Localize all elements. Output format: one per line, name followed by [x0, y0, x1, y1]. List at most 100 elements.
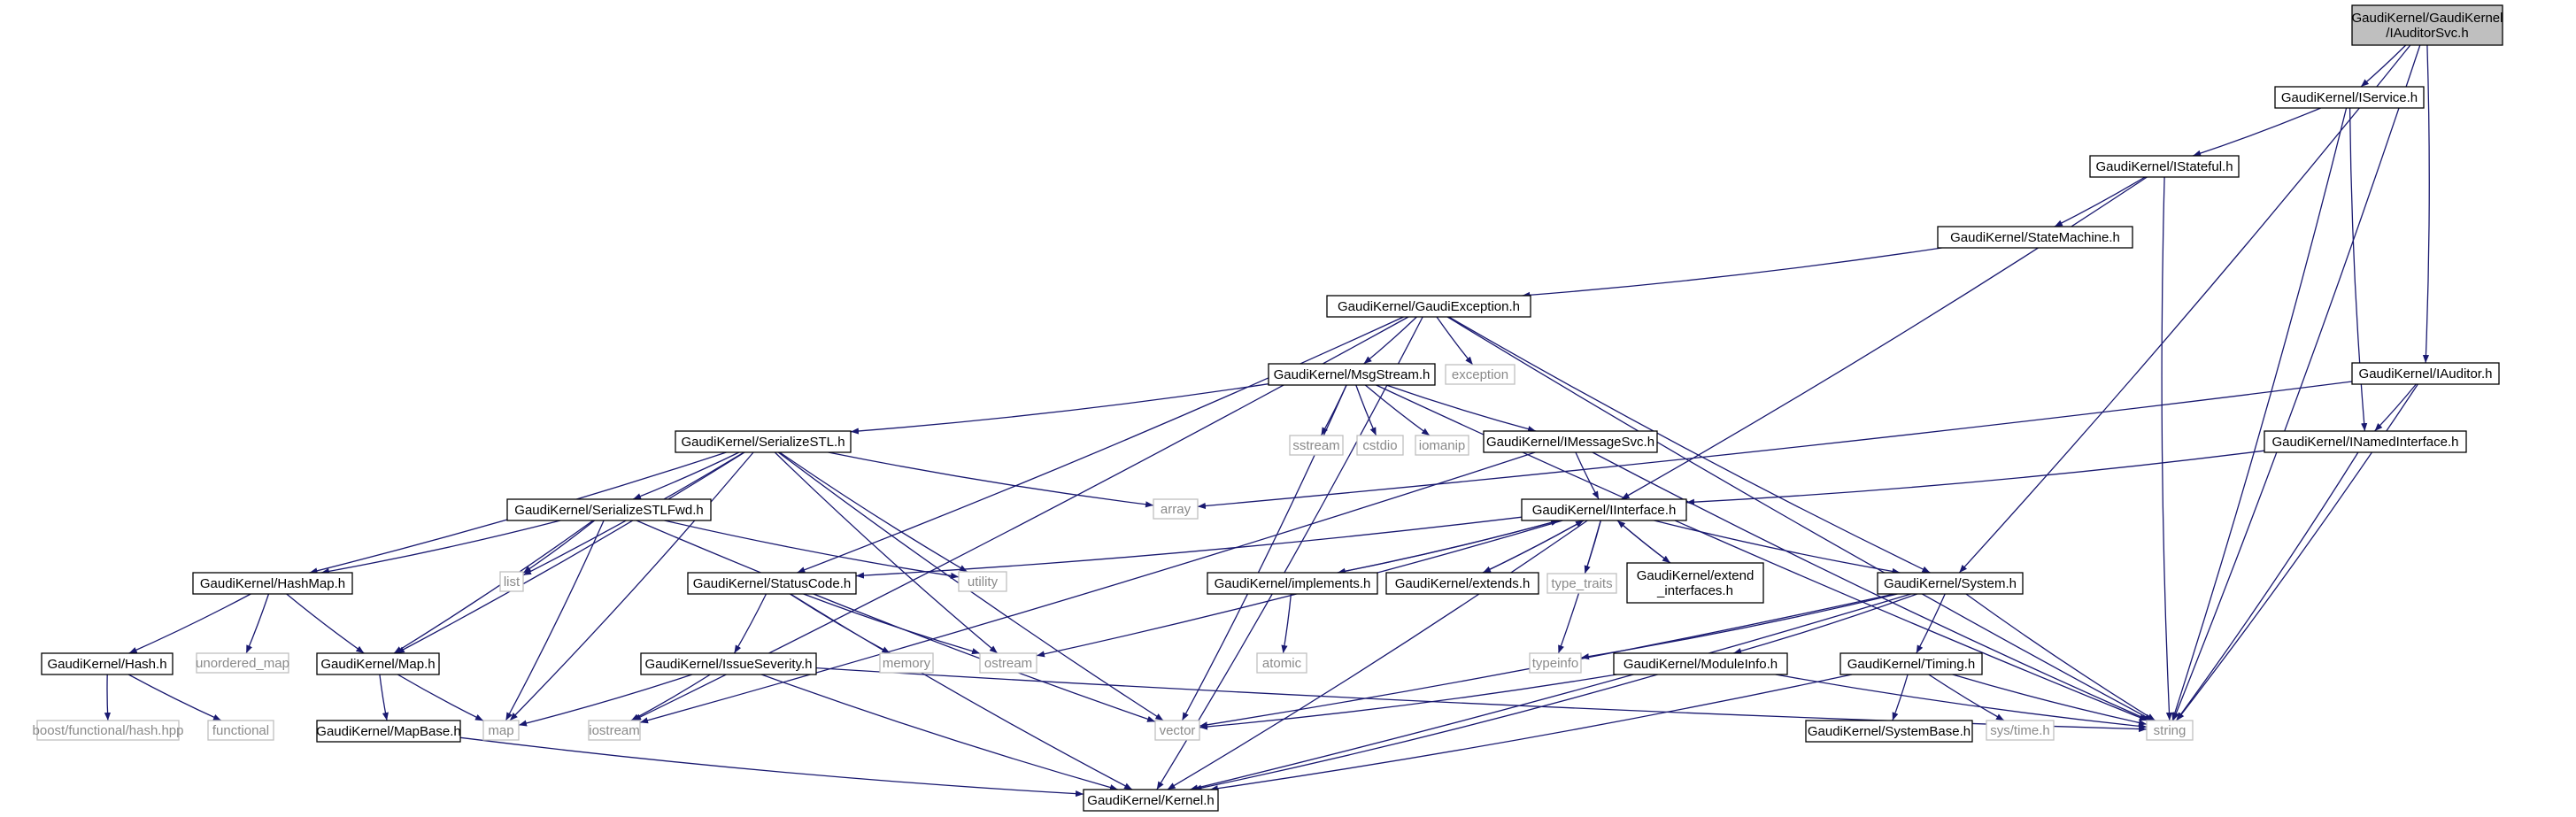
node-iauditor[interactable]: GaudiKernel/IAuditor.h: [2351, 362, 2500, 385]
edge-mapbase-to-kernel: [459, 736, 1084, 798]
node-serializestl[interactable]: GaudiKernel/SerializeSTL.h: [675, 430, 852, 453]
edge-hashmap-to-hash: [128, 593, 251, 654]
node-box-moduleinfo: [1613, 652, 1788, 675]
node-box-inamedinterface: [2264, 430, 2467, 453]
node-map_h[interactable]: GaudiKernel/Map.h: [316, 652, 440, 675]
node-label-timing: GaudiKernel/Timing.h: [1847, 657, 1976, 672]
node-label-systembase: GaudiKernel/SystemBase.h: [1808, 724, 1971, 739]
node-box-list: [499, 571, 524, 592]
node-box-istateful: [2089, 155, 2240, 178]
edge-statemachine-to-gaudiexception: [1522, 247, 1942, 298]
edge-map_h-to-mapbase: [379, 674, 389, 721]
node-label-atomic: atomic: [1262, 656, 1302, 671]
edge-issueseverity-to-iostream: [630, 674, 711, 721]
edge-iauditorsvc-to-iservice: [2360, 44, 2407, 88]
node-label-memory: memory: [883, 656, 931, 671]
edge-issueseverity-to-map: [518, 674, 693, 727]
node-box-iauditorsvc: [2351, 4, 2503, 46]
node-label-implements: GaudiKernel/implements.h: [1215, 576, 1371, 591]
node-list: list: [499, 571, 524, 592]
node-label-inamedinterface: GaudiKernel/INamedInterface.h: [2272, 435, 2459, 450]
edge-iservice-to-istateful: [2192, 107, 2322, 157]
node-label-iinterface: GaudiKernel/IInterface.h: [1532, 503, 1677, 518]
edge-serializestl-to-map_h: [396, 451, 745, 654]
edge-iinterface-to-statuscode: [855, 516, 1523, 579]
edge-serializestl-to-ostream: [774, 451, 999, 654]
node-label-functional: functional: [212, 723, 269, 738]
node-statemachine[interactable]: GaudiKernel/StateMachine.h: [1937, 226, 2133, 249]
node-box-extends: [1385, 572, 1539, 595]
node-statuscode[interactable]: GaudiKernel/StatusCode.h: [687, 572, 857, 595]
edge-gaudiexception-to-statuscode: [797, 316, 1404, 574]
node-box-utility: [958, 571, 1007, 592]
node-hashmap[interactable]: GaudiKernel/HashMap.h: [192, 572, 353, 595]
node-map: map: [482, 720, 520, 741]
node-serializestlfwd[interactable]: GaudiKernel/SerializeSTLFwd.h: [506, 498, 712, 521]
edge-msgstream-to-iomanip: [1364, 384, 1431, 436]
edge-serializestl-to-utility: [779, 451, 968, 573]
edge-serializestlfwd-to-hashmap: [320, 520, 561, 574]
edge-msgstream-to-cstdio: [1355, 384, 1377, 436]
node-box-implements: [1207, 572, 1378, 595]
edge-iinterface-to-implements: [1337, 520, 1560, 574]
edge-implements-to-atomic: [1281, 593, 1292, 654]
node-label-extend_interfaces-line-2: _interfaces.h: [1656, 583, 1733, 598]
node-extends[interactable]: GaudiKernel/extends.h: [1385, 572, 1539, 595]
node-box-hashmap: [192, 572, 353, 595]
node-label-boosthash: boost/functional/hash.hpp: [33, 723, 184, 738]
node-system[interactable]: GaudiKernel/System.h: [1877, 572, 2024, 595]
edge-serializestl-to-serializestlfwd: [632, 451, 740, 500]
node-atomic: atomic: [1256, 652, 1307, 674]
node-box-statuscode: [687, 572, 857, 595]
node-label-issueseverity: GaudiKernel/IssueSeverity.h: [645, 657, 813, 672]
node-label-string: string: [2154, 723, 2187, 738]
node-istateful[interactable]: GaudiKernel/IStateful.h: [2089, 155, 2240, 178]
node-msgstream[interactable]: GaudiKernel/MsgStream.h: [1268, 363, 1436, 386]
node-imessagesvc[interactable]: GaudiKernel/IMessageSvc.h: [1483, 430, 1658, 453]
edge-extends-to-iinterface: [1482, 520, 1585, 574]
node-iostream: iostream: [588, 720, 641, 741]
edge-timing-to-string: [1952, 674, 2148, 726]
edge-serializestl-to-array: [828, 451, 1154, 508]
node-box-map_h: [316, 652, 440, 675]
node-issueseverity[interactable]: GaudiKernel/IssueSeverity.h: [640, 652, 817, 675]
edge-gaudiexception-to-exception: [1436, 316, 1474, 366]
edge-iinterface-to-kernel: [1167, 520, 1588, 790]
header-nodes: GaudiKernel/GaudiKernel/IAuditorSvc.hGau…: [33, 4, 2503, 812]
node-label-moduleinfo: GaudiKernel/ModuleInfo.h: [1623, 657, 1778, 672]
edge-statuscode-to-issueseverity: [733, 593, 767, 654]
node-box-exception: [1445, 364, 1516, 385]
node-box-atomic: [1256, 652, 1307, 674]
node-label-iservice: GaudiKernel/IService.h: [2281, 90, 2418, 105]
node-extend_interfaces[interactable]: GaudiKernel/extend_interfaces.h: [1626, 562, 1764, 604]
node-mapbase[interactable]: GaudiKernel/MapBase.h: [316, 720, 461, 743]
node-gaudiexception[interactable]: GaudiKernel/GaudiException.h: [1326, 295, 1531, 318]
node-kernel[interactable]: GaudiKernel/Kernel.h: [1083, 789, 1219, 812]
node-iinterface[interactable]: GaudiKernel/IInterface.h: [1521, 498, 1687, 521]
edge-statuscode-to-kernel: [790, 593, 1133, 790]
node-iomanip: iomanip: [1415, 435, 1469, 456]
node-timing[interactable]: GaudiKernel/Timing.h: [1839, 652, 1983, 675]
node-label-msgstream: GaudiKernel/MsgStream.h: [1274, 367, 1431, 382]
edge-iservice-to-inamedinterface: [2348, 107, 2368, 432]
node-iservice[interactable]: GaudiKernel/IService.h: [2274, 86, 2425, 109]
edge-iservice-to-string: [2171, 107, 2348, 721]
node-label-sstream: sstream: [1292, 438, 1339, 453]
node-box-functional: [207, 720, 274, 741]
edge-timing-to-systime: [1928, 674, 2005, 721]
node-label-imessagesvc: GaudiKernel/IMessageSvc.h: [1486, 435, 1654, 450]
edge-gaudiexception-to-msgstream: [1363, 316, 1417, 365]
edge-hashmap-to-map_h: [286, 593, 365, 654]
edge-hash-to-functional: [127, 674, 222, 721]
node-label-cstdio: cstdio: [1362, 438, 1397, 453]
node-hash[interactable]: GaudiKernel/Hash.h: [41, 652, 174, 675]
node-inamedinterface[interactable]: GaudiKernel/INamedInterface.h: [2264, 430, 2467, 453]
edge-inamedinterface-to-string: [2175, 451, 2359, 721]
node-box-map: [482, 720, 520, 741]
edge-hash-to-boosthash: [104, 674, 112, 721]
node-systembase[interactable]: GaudiKernel/SystemBase.h: [1805, 720, 1973, 743]
node-implements[interactable]: GaudiKernel/implements.h: [1207, 572, 1378, 595]
node-moduleinfo[interactable]: GaudiKernel/ModuleInfo.h: [1613, 652, 1788, 675]
node-box-systime: [1986, 720, 2055, 741]
